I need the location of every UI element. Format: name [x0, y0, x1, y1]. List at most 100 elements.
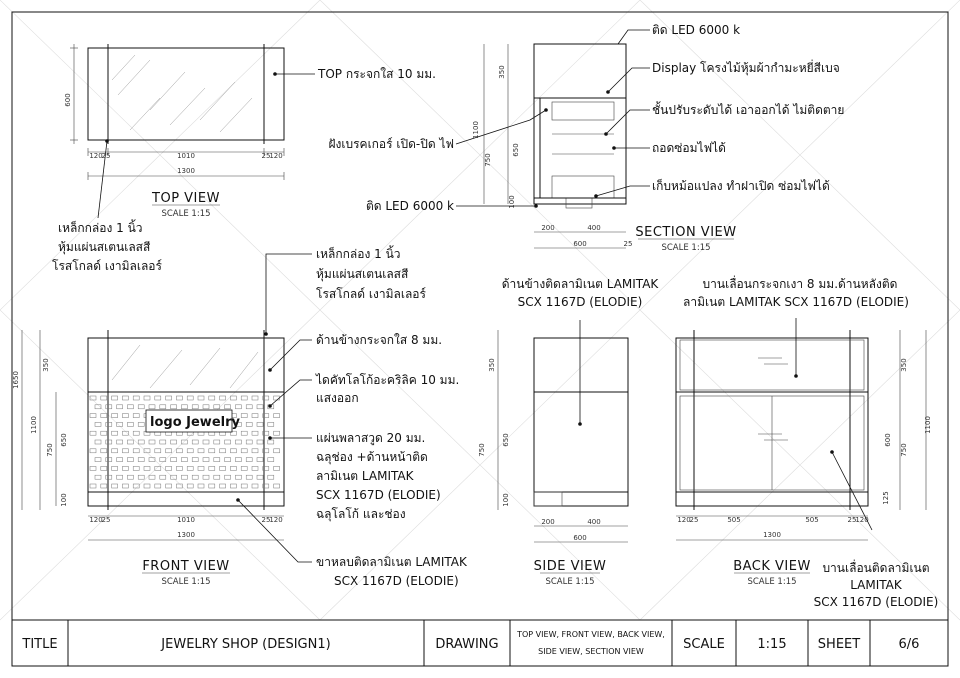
top-dim-25b: 25 — [262, 152, 271, 160]
back-note-top-1: บานเลื่อนกระจกเงา 8 มม.ด้านหลังติด — [703, 275, 898, 291]
back-dim-750: 750 — [900, 443, 908, 456]
top-view-scale: SCALE 1:15 — [161, 209, 210, 219]
front-note-5: ไดคัทโลโก้อะคริลิค 10 มม. — [315, 373, 459, 387]
tb-drawing-value-2: SIDE VIEW, SECTION VIEW — [538, 647, 644, 656]
section-note-1: ติด LED 6000 k — [652, 23, 740, 37]
sheet-border — [11, 11, 949, 667]
top-note-glass: TOP กระจกใส 10 มม. — [317, 67, 436, 81]
back-dim-1100: 1100 — [924, 416, 932, 434]
section-dim-650: 650 — [512, 143, 520, 156]
tb-scale-value: 1:15 — [757, 637, 786, 652]
back-dim-125: 125 — [882, 491, 890, 504]
back-dim-25a: 25 — [690, 516, 699, 524]
back-dim-25b: 25 — [848, 516, 857, 524]
front-note-leg-2: SCX 1167D (ELODIE) — [334, 574, 459, 588]
front-dim-100: 100 — [60, 493, 68, 506]
section-dim-100: 100 — [508, 195, 516, 208]
front-dim-120b: 120 — [269, 516, 282, 524]
tb-sheet-value: 6/6 — [899, 637, 920, 652]
tb-title-value: JEWELRY SHOP (DESIGN1) — [160, 637, 330, 652]
top-dim-1300: 1300 — [177, 167, 195, 175]
side-dim-750: 750 — [478, 443, 486, 456]
side-dim-350: 350 — [488, 358, 496, 371]
section-note-left-1: ฝังเบรคเกอร์ เปิด-ปิด ไฟ — [328, 137, 454, 151]
front-dim-25b: 25 — [262, 516, 271, 524]
front-note-1: เหล็กกล่อง 1 นิ้ว — [316, 245, 401, 261]
front-note-10: SCX 1167D (ELODIE) — [316, 488, 441, 502]
front-dim-650: 650 — [60, 433, 68, 446]
tb-title-label: TITLE — [21, 637, 57, 652]
section-note-2: Display โครงไม้หุ้มผ้ากำมะหยี่สีเบจ — [652, 59, 840, 76]
tb-scale-label: SCALE — [683, 637, 725, 652]
side-dim-200: 200 — [541, 518, 554, 526]
section-note-3: ชั้นปรับระดับได้ เอาออกได้ ไม่ติดตาย — [652, 101, 844, 117]
side-note-2: SCX 1167D (ELODIE) — [518, 295, 643, 309]
front-dim-1300: 1300 — [177, 531, 195, 539]
section-view: 350 1100 650 750 100 200 400 600 25 ติด … — [328, 23, 844, 253]
back-dim-505b: 505 — [805, 516, 818, 524]
title-block: TITLE JEWELRY SHOP (DESIGN1) DRAWING TOP… — [12, 619, 948, 666]
side-view-title: SIDE VIEW — [534, 559, 607, 574]
front-note-2: หุ้มแผ่นสเตนเลสสี — [316, 267, 409, 282]
front-dim-1010: 1010 — [177, 516, 195, 524]
section-note-5: เก็บหม้อแปลง ทำฝาเปิด ซ่อมไฟได้ — [652, 178, 830, 193]
back-dim-505a: 505 — [727, 516, 740, 524]
section-dim-200: 200 — [541, 224, 554, 232]
back-view-title: BACK VIEW — [733, 559, 811, 574]
back-note-bottom-2: LAMITAK — [850, 578, 903, 592]
section-dim-400: 400 — [587, 224, 600, 232]
top-dim-120a: 120 — [89, 152, 102, 160]
top-dim-25a: 25 — [102, 152, 111, 160]
section-dim-600: 600 — [573, 240, 586, 248]
front-dim-350: 350 — [42, 358, 50, 371]
back-dim-350: 350 — [900, 358, 908, 371]
top-note-frame-1: เหล็กกล่อง 1 นิ้ว — [58, 219, 143, 235]
front-note-leg-1: ขาหลบติดลามิเนต LAMITAK — [316, 555, 468, 569]
front-note-11: ฉลุโลโก้ และช่อง — [316, 507, 406, 522]
side-view: ด้านข้างติดลามิเนต LAMITAK SCX 1167D (EL… — [478, 277, 659, 587]
front-view-title: FRONT VIEW — [142, 559, 229, 574]
back-view: บานเลื่อนกระจกเงา 8 มม.ด้านหลังติด ลามิเ… — [675, 275, 939, 609]
side-dim-600: 600 — [573, 534, 586, 542]
section-view-scale: SCALE 1:15 — [661, 243, 710, 253]
top-note-frame-3: โรสโกลด์ เงามิลเลอร์ — [52, 259, 163, 273]
section-dim-350: 350 — [498, 65, 506, 78]
section-dim-25: 25 — [624, 240, 633, 248]
front-logo-text: logo Jewelry — [150, 415, 240, 430]
top-note-frame-2: หุ้มแผ่นสเตนเลสสี — [58, 240, 151, 255]
back-view-scale: SCALE 1:15 — [747, 577, 796, 587]
back-note-bottom-1: บานเลื่อนติดลามิเนต — [822, 559, 929, 575]
front-view-scale: SCALE 1:15 — [161, 577, 210, 587]
front-note-4: ด้านข้างกระจกใส 8 มม. — [316, 333, 442, 347]
tb-drawing-value-1: TOP VIEW, FRONT VIEW, BACK VIEW, — [516, 630, 665, 639]
front-dim-750: 750 — [46, 443, 54, 456]
front-note-6: แสงออก — [316, 391, 359, 405]
top-dim-120b: 120 — [269, 152, 282, 160]
front-dim-25a: 25 — [102, 516, 111, 524]
section-dim-1100: 1100 — [472, 121, 480, 139]
front-note-8: ฉลุช่อง +ด้านหน้าติด — [316, 450, 428, 465]
tb-sheet-label: SHEET — [818, 637, 860, 652]
front-dim-1100: 1100 — [30, 416, 38, 434]
front-note-7: แผ่นพลาสวูด 20 มม. — [316, 431, 425, 446]
side-dim-650: 650 — [502, 433, 510, 446]
side-dim-400: 400 — [587, 518, 600, 526]
section-view-title: SECTION VIEW — [635, 225, 736, 240]
back-dim-600: 600 — [884, 433, 892, 446]
front-note-3: โรสโกลด์ เงามิลเลอร์ — [316, 287, 427, 301]
front-view: logo Jewelry 1650 350 1100 650 750 100 1… — [12, 245, 468, 588]
back-dim-1300: 1300 — [763, 531, 781, 539]
side-note-1: ด้านข้างติดลามิเนต LAMITAK — [502, 277, 660, 291]
side-view-scale: SCALE 1:15 — [545, 577, 594, 587]
top-view-glass — [87, 47, 285, 141]
top-view: 600 120 25 1010 25 120 1300 TOP กระจกใส … — [52, 44, 436, 273]
front-logo-box — [145, 409, 233, 433]
back-note-bottom-3: SCX 1167D (ELODIE) — [814, 595, 939, 609]
section-dim-750: 750 — [484, 153, 492, 166]
side-dim-100: 100 — [502, 493, 510, 506]
back-dim-120a: 120 — [677, 516, 690, 524]
back-dim-120b: 120 — [855, 516, 868, 524]
back-note-top-2: ลามิเนต LAMITAK SCX 1167D (ELODIE) — [683, 295, 909, 309]
front-dim-120a: 120 — [89, 516, 102, 524]
